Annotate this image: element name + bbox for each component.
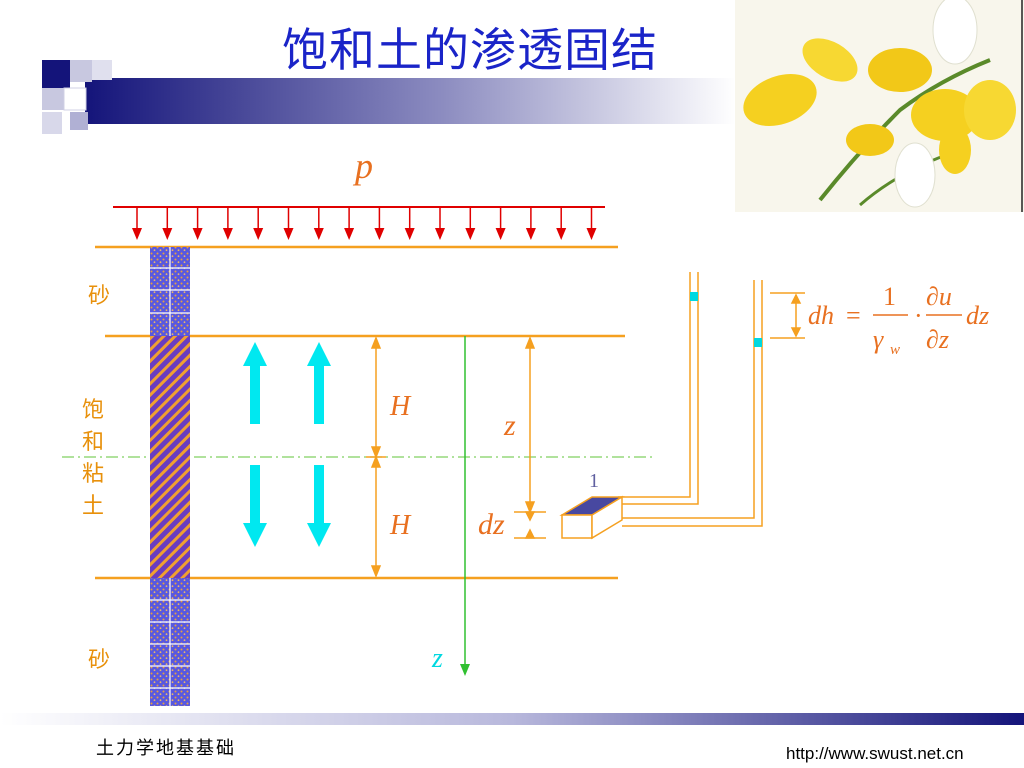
load-arrow: [222, 207, 233, 240]
load-arrow: [495, 207, 506, 240]
formula-partial-z: ∂z: [926, 325, 949, 354]
load-arrows: [132, 207, 597, 240]
load-arrow: [586, 207, 597, 240]
website-url[interactable]: http://www.swust.net.cn: [786, 744, 964, 763]
clay-label-char-4: 土: [82, 494, 104, 519]
top-sand-label: 砂: [88, 284, 110, 309]
formula-dot: ·: [914, 301, 923, 330]
load-arrow: [313, 207, 324, 240]
course-name: 土力学地基基础: [96, 738, 236, 759]
formula-partial-u: ∂u: [926, 282, 952, 311]
element-number: 1: [589, 470, 599, 492]
piezometer-tubes: [618, 272, 763, 527]
clay-label-char-2: 和: [82, 430, 104, 455]
formula-equals: =: [846, 301, 861, 330]
depth-z-label: z: [503, 409, 516, 442]
soil-element: [559, 495, 625, 540]
formula-gamma-subscript: w: [890, 342, 900, 358]
formula-numerator: 1: [883, 282, 896, 311]
load-arrow: [192, 207, 203, 240]
load-arrow: [283, 207, 294, 240]
clay-column: [150, 336, 190, 578]
upward-flow-arrow-1: [243, 342, 267, 424]
slide-title: 饱和土的渗透固结: [282, 23, 658, 77]
load-arrow: [556, 207, 567, 240]
formula-lhs: dh: [808, 301, 834, 330]
header-decoration: [42, 60, 735, 134]
flower-decoration: [735, 0, 1024, 212]
load-arrow: [374, 207, 385, 240]
load-arrow: [525, 207, 536, 240]
clay-label-char-3: 粘: [82, 462, 104, 487]
drainage-flow-arrows: [243, 342, 331, 547]
load-arrow: [344, 207, 355, 240]
footer-band: [0, 713, 1024, 725]
formula-gamma: γ: [873, 325, 884, 354]
load-arrow: [465, 207, 476, 240]
surface-load: [113, 206, 605, 240]
load-arrow: [132, 207, 142, 240]
z-axis-label: z: [431, 643, 443, 674]
dz-label: dz: [478, 508, 505, 541]
load-arrow: [162, 207, 173, 240]
load-arrow: [253, 207, 264, 240]
downward-flow-arrow-2: [307, 465, 331, 547]
load-arrow: [435, 207, 445, 240]
water-level-tube-1: [690, 292, 698, 301]
clay-label-char-1: 饱: [82, 398, 104, 423]
water-level-tube-2: [754, 338, 762, 347]
z-axis: [460, 336, 470, 676]
soil-column: [150, 247, 190, 706]
head-loss-formula: dh = 1 γ w · ∂u ∂z dz: [808, 282, 989, 358]
depth-dimension: [514, 335, 546, 539]
load-label: p: [352, 146, 373, 186]
load-arrow: [404, 207, 415, 240]
formula-tail: dz: [966, 301, 989, 330]
bottom-sand-label: 砂: [88, 648, 110, 673]
downward-flow-arrow-1: [243, 465, 267, 547]
upper-h-label: H: [389, 391, 412, 422]
head-difference-dimension: [770, 292, 805, 339]
half-thickness-dimensions: [366, 335, 386, 579]
upward-flow-arrow-2: [307, 342, 331, 424]
lower-h-label: H: [389, 510, 412, 541]
